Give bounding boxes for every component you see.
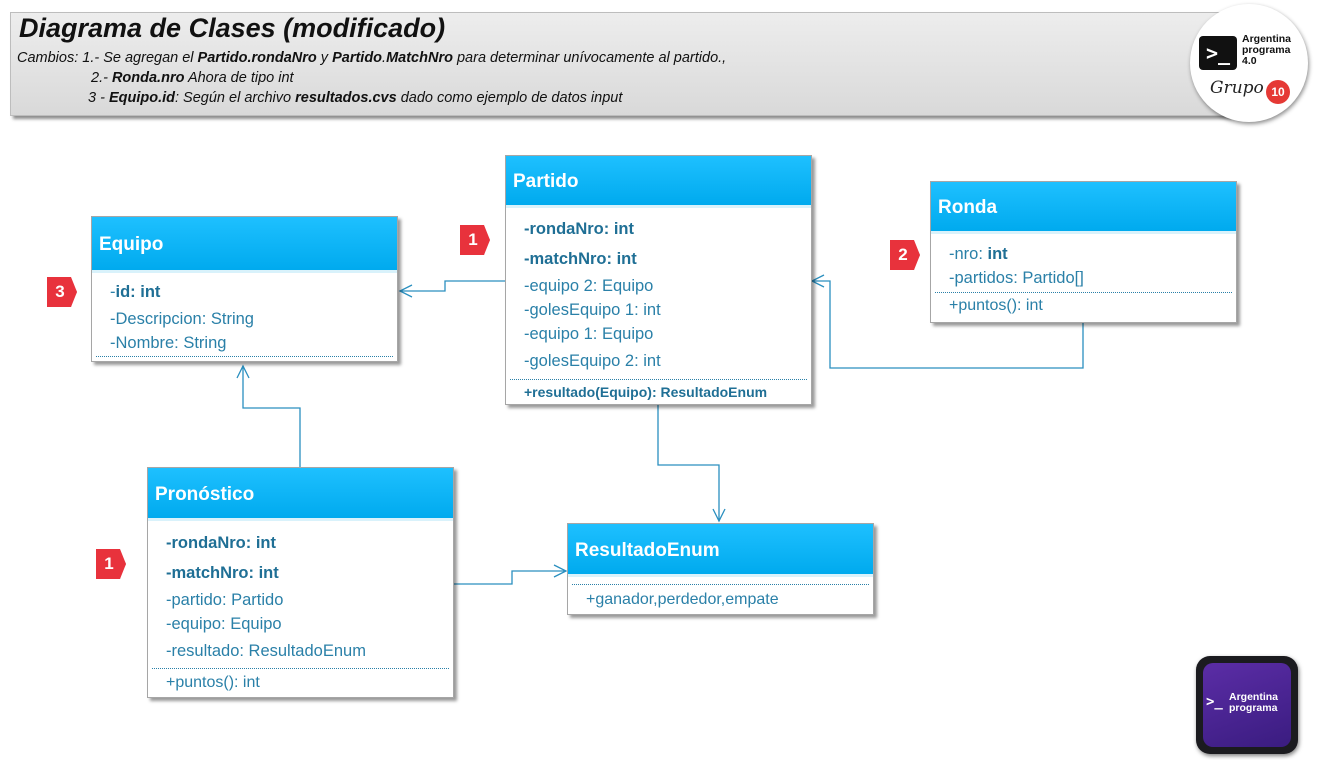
attribute-id: -id: int: [110, 283, 161, 301]
class-name: Ronda: [931, 182, 1236, 234]
connector-ronda-partido: [812, 280, 1084, 369]
class-name: Partido: [506, 156, 811, 208]
class-partido[interactable]: Partido -rondaNro: int -matchNro: int -e…: [505, 155, 812, 405]
attribute-resultado: -resultado: ResultadoEnum: [166, 642, 366, 660]
class-name: ResultadoEnum: [568, 524, 873, 577]
enum-values: +ganador,perdedor,empate: [586, 591, 779, 608]
attribute-matchnro: -matchNro: int: [166, 564, 279, 582]
attribute-nro: -nro: int: [949, 245, 1008, 263]
separator: [572, 584, 869, 585]
change-line-2: 2.- Ronda.nro Ahora de tipo int: [91, 70, 294, 86]
class-name: Equipo: [92, 217, 397, 273]
separator: [152, 668, 449, 669]
attribute-equipo1: -equipo 1: Equipo: [524, 325, 654, 343]
change-line-3: 3 - Equipo.id: Según el archivo resultad…: [88, 90, 623, 106]
attribute-matchnro: -matchNro: int: [524, 250, 637, 268]
attribute-rondanro: -rondaNro: int: [166, 534, 276, 552]
class-equipo[interactable]: Equipo -id: int -Descripcion: String -No…: [91, 216, 398, 362]
change-marker-2-ronda: 2: [890, 240, 920, 270]
connector-partido-equipo: [400, 280, 505, 292]
attribute-equipo2: -equipo 2: Equipo: [524, 277, 654, 295]
attribute-partidos: -partidos: Partido[]: [949, 269, 1084, 287]
attribute-nombre: -Nombre: String: [110, 334, 227, 352]
connector-pronostico-resultadoenum: [453, 570, 566, 585]
logo-text: Argentina programa: [1229, 691, 1279, 714]
diagram-title: Diagrama de Clases (modificado): [19, 13, 446, 43]
change-marker-1-partido: 1: [460, 225, 490, 255]
class-pronostico[interactable]: Pronóstico -rondaNro: int -matchNro: int…: [147, 467, 454, 698]
attribute-golesequipo2: -golesEquipo 2: int: [524, 352, 661, 370]
attribute-golesequipo1: -golesEquipo 1: int: [524, 301, 661, 319]
class-name: Pronóstico: [148, 468, 453, 521]
change-line-1: Cambios: 1.- Se agregan el Partido.ronda…: [17, 50, 727, 66]
attribute-descripcion: -Descripcion: String: [110, 310, 254, 328]
grupo-label: Grupo: [1210, 78, 1264, 98]
grupo-number-badge: 10: [1266, 80, 1290, 104]
connector-pronostico-equipo: [242, 366, 301, 467]
separator: [935, 292, 1232, 293]
change-marker-3-equipo: 3: [47, 277, 77, 307]
logo-text: Argentina programa 4.0: [1242, 33, 1292, 67]
attribute-equipo: -equipo: Equipo: [166, 615, 282, 633]
argentina-programa-logo: >_ Argentina programa 4.0 Grupo 10: [1190, 4, 1308, 122]
header-banner: Diagrama de Clases (modificado) Cambios:…: [10, 12, 1230, 116]
attribute-rondanro: -rondaNro: int: [524, 220, 634, 238]
operation-puntos: +puntos(): int: [949, 297, 1043, 314]
connector-partido-resultadoenum: [657, 405, 720, 521]
attribute-partido: -partido: Partido: [166, 591, 284, 609]
class-ronda[interactable]: Ronda -nro: int -partidos: Partido[] +pu…: [930, 181, 1237, 323]
operation-resultado: +resultado(Equipo): ResultadoEnum: [524, 384, 768, 400]
terminal-prompt-icon: >_: [1206, 694, 1223, 710]
operation-puntos: +puntos(): int: [166, 674, 260, 691]
change-marker-1-pronostico: 1: [96, 549, 126, 579]
terminal-prompt-icon: >_: [1199, 36, 1237, 70]
separator: [96, 356, 393, 357]
argentina-programa-logo-bottom: >_ Argentina programa: [1196, 656, 1298, 754]
separator: [510, 379, 807, 380]
class-resultadoenum[interactable]: ResultadoEnum +ganador,perdedor,empate: [567, 523, 874, 615]
